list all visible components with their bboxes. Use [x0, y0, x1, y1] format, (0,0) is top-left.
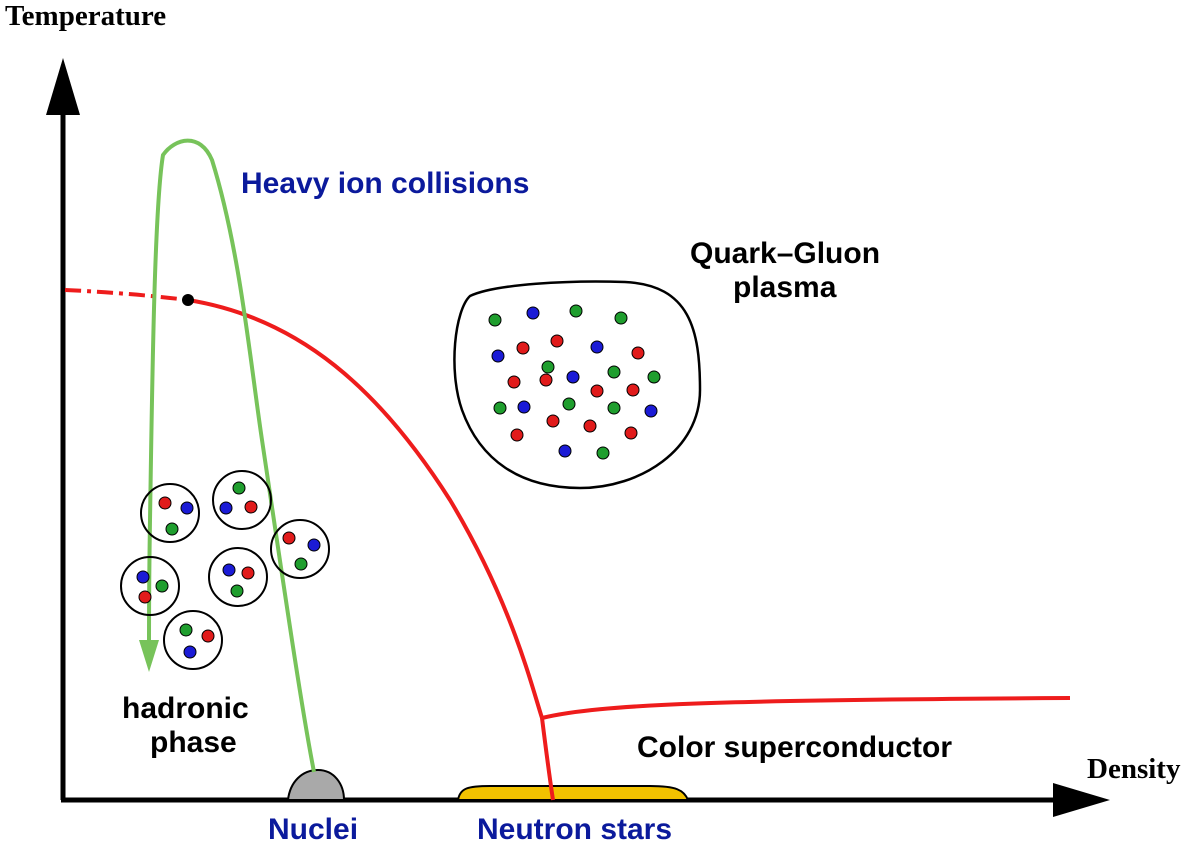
nuclei-blob — [286, 768, 346, 801]
quark-dot — [507, 375, 521, 389]
hadron — [270, 519, 330, 579]
hadrons — [120, 470, 330, 670]
quark-dot — [165, 522, 179, 536]
quark-dot — [644, 404, 658, 418]
hadron-outline — [120, 556, 180, 616]
hadron-outline — [140, 483, 200, 543]
hadron — [140, 483, 200, 543]
hadron — [208, 547, 268, 607]
quark-dot — [307, 538, 321, 552]
crossover-line — [64, 288, 189, 302]
quark-dot — [510, 428, 524, 442]
quark-dot — [179, 623, 193, 637]
hadron-outline — [212, 470, 272, 530]
quark-dot — [626, 383, 640, 397]
quark-dot — [183, 645, 197, 659]
quark-dot — [558, 444, 572, 458]
quark-dot — [517, 400, 531, 414]
quark-dot — [222, 563, 236, 577]
x-axis-arrow-icon — [1053, 783, 1110, 817]
quark-dot — [516, 341, 530, 355]
quark-dot — [136, 570, 150, 584]
quark-dot — [546, 414, 560, 428]
quark-dot — [158, 496, 172, 510]
qgp-blob — [453, 280, 702, 490]
color-superconductor-label: Color superconductor — [637, 731, 952, 764]
qgp-quarks — [488, 304, 661, 460]
quark-dot — [180, 501, 194, 515]
neutron-star-blob — [456, 785, 690, 801]
quark-dot — [282, 531, 296, 545]
quark-dot — [631, 346, 645, 360]
quark-dot — [569, 304, 583, 318]
quark-dot — [526, 306, 540, 320]
quark-dot — [491, 349, 505, 363]
quark-dot — [488, 313, 502, 327]
quark-dot — [219, 501, 233, 515]
critical-point — [182, 294, 194, 306]
quark-dot — [583, 419, 597, 433]
hadron — [120, 556, 180, 616]
color-superconductor-boundary — [541, 696, 1071, 720]
quark-dot — [607, 401, 621, 415]
neutron-stars-label: Neutron stars — [477, 813, 672, 841]
quark-dot — [244, 500, 258, 514]
quark-dot — [590, 340, 604, 354]
nuclei-label: Nuclei — [268, 813, 358, 841]
quark-dot — [607, 365, 621, 379]
quark-dot — [550, 334, 564, 348]
heavy-ion-collisions-label: Heavy ion collisions — [241, 167, 529, 200]
quark-dot — [138, 590, 152, 604]
quark-dot — [539, 373, 553, 387]
quark-dot — [230, 584, 244, 598]
collision-path — [139, 138, 316, 773]
quark-dot — [155, 579, 169, 593]
quark-dot — [596, 446, 610, 460]
hadron-outline — [270, 519, 330, 579]
qgp-label-line2: plasma — [733, 271, 837, 304]
quark-dot — [566, 370, 580, 384]
hadron-outline — [208, 547, 268, 607]
quark-dot — [624, 426, 638, 440]
quark-dot — [590, 384, 604, 398]
quark-dot — [541, 360, 555, 374]
quark-dot — [241, 566, 255, 580]
quark-dot — [201, 629, 215, 643]
y-axis-label: Temperature — [5, 0, 166, 32]
hadron-outline — [163, 610, 223, 670]
hadronic-phase-label-line2: phase — [150, 726, 237, 759]
hadron — [163, 610, 223, 670]
quark-dot — [647, 370, 661, 384]
quark-dot — [493, 401, 507, 415]
first-order-line — [187, 298, 555, 801]
qgp-label-line1: Quark–Gluon — [690, 237, 880, 270]
phase-boundary — [64, 288, 1071, 801]
hadronic-phase-label-line1: hadronic — [122, 692, 249, 725]
y-axis-arrow-icon — [46, 58, 80, 115]
collision-path-arrow-icon — [139, 640, 159, 672]
hadron — [212, 470, 272, 530]
x-axis-label: Density — [1087, 753, 1181, 785]
quark-dot — [294, 557, 308, 571]
quark-dot — [614, 311, 628, 325]
qgp-outline — [453, 280, 702, 490]
quark-dot — [232, 481, 246, 495]
quark-dot — [562, 397, 576, 411]
collision-path-line — [147, 138, 316, 773]
